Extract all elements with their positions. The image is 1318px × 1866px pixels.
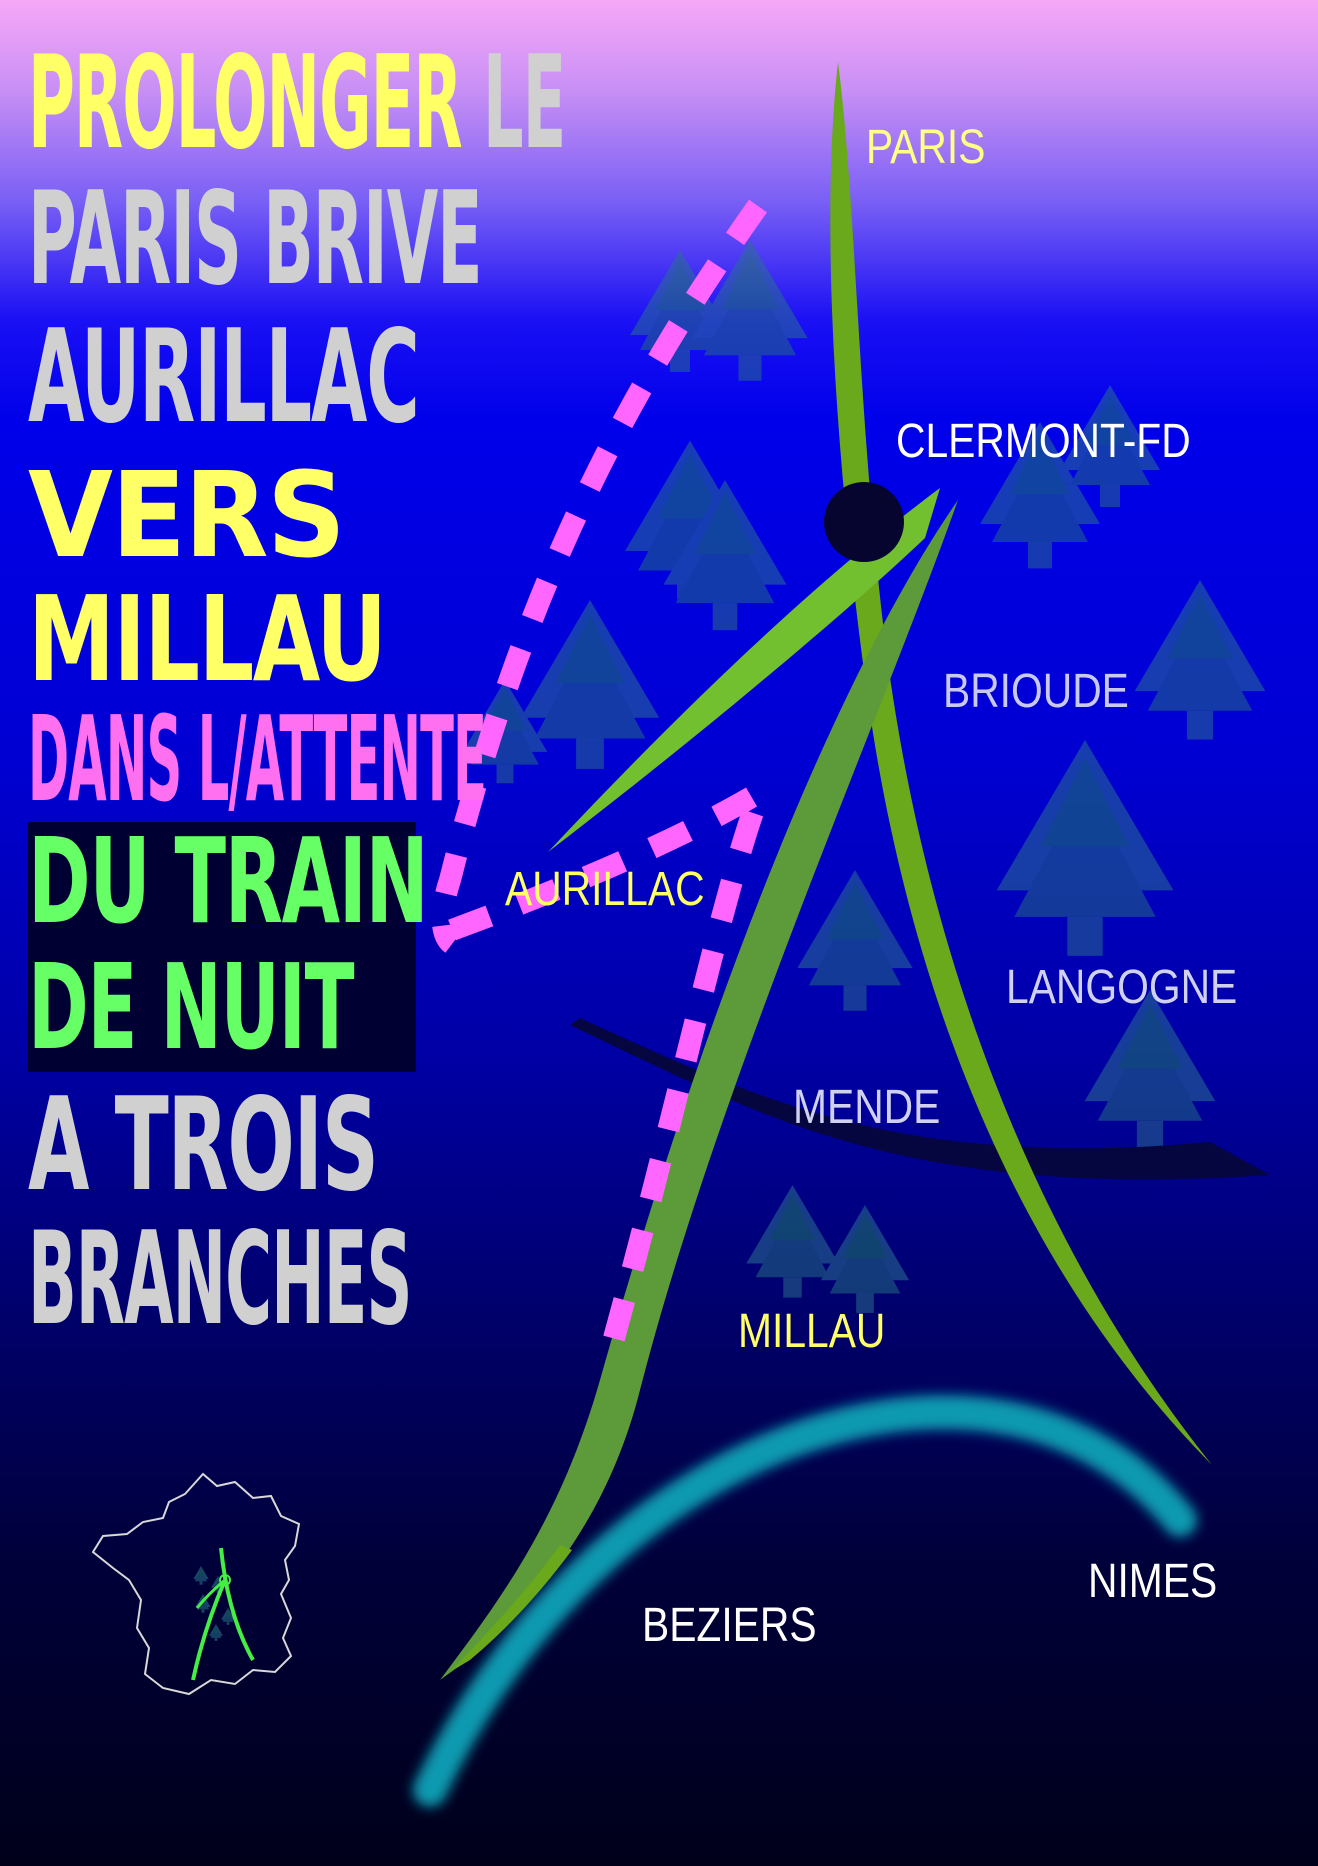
tree-icon bbox=[996, 740, 1174, 956]
slogan-word-le: LE bbox=[482, 29, 567, 178]
night-train-box: DU TRAIN DE NUIT bbox=[28, 812, 429, 1076]
tree-icon bbox=[746, 1185, 839, 1298]
beziers-spur bbox=[450, 1545, 572, 1672]
city-label-paris: PARIS bbox=[866, 121, 986, 174]
slogan-line-10: BRANCHES bbox=[28, 1205, 413, 1354]
main-line bbox=[830, 62, 1212, 1465]
aurillac-branch bbox=[548, 488, 940, 852]
slogan-line-3: AURILLAC bbox=[28, 303, 420, 452]
city-label-beziers: BEZIERS bbox=[642, 1599, 817, 1652]
slogan-line-9: A TROIS bbox=[28, 1071, 379, 1220]
slogan-word-prolonger: PROLONGER bbox=[28, 29, 463, 178]
france-outline-icon bbox=[91, 1472, 301, 1696]
city-label-nimes: NIMES bbox=[1088, 1555, 1218, 1608]
tree-icon bbox=[797, 870, 913, 1011]
millau-branch bbox=[440, 500, 958, 1680]
ridge-curve bbox=[570, 1018, 1270, 1180]
city-label-clermont: CLERMONT-FD bbox=[896, 415, 1191, 468]
slogan-line-5: MILLAU bbox=[28, 570, 387, 708]
slogan-line-4: VERS bbox=[28, 446, 346, 584]
tree-icon bbox=[1134, 580, 1266, 740]
dashed-line-aurillac-millau bbox=[448, 766, 782, 1363]
city-label-aurillac: AURILLAC bbox=[505, 863, 705, 916]
city-label-mende: MENDE bbox=[793, 1081, 941, 1134]
coast-curve bbox=[413, 1395, 1197, 1807]
dashed-line-paris-aurillac bbox=[431, 199, 767, 953]
city-label-millau: MILLAU bbox=[738, 1305, 886, 1358]
slogan-line-8: DE NUIT bbox=[28, 938, 354, 1076]
city-label-brioude: BRIOUDE bbox=[943, 665, 1129, 718]
slogan: PROLONGER LE PARIS BRIVE AURILLAC VERS M… bbox=[28, 40, 566, 1354]
slogan-line-7: DU TRAIN bbox=[28, 812, 429, 950]
slogan-line-6: DANS L/ATTENTE bbox=[28, 690, 487, 828]
city-label-langogne: LANGOGNE bbox=[1006, 961, 1238, 1014]
slogan-line-2: PARIS BRIVE bbox=[28, 165, 483, 314]
junction-dot-icon bbox=[824, 482, 904, 562]
tree-icon bbox=[820, 1205, 910, 1313]
slogan-line-1: PROLONGER LE bbox=[28, 40, 566, 168]
